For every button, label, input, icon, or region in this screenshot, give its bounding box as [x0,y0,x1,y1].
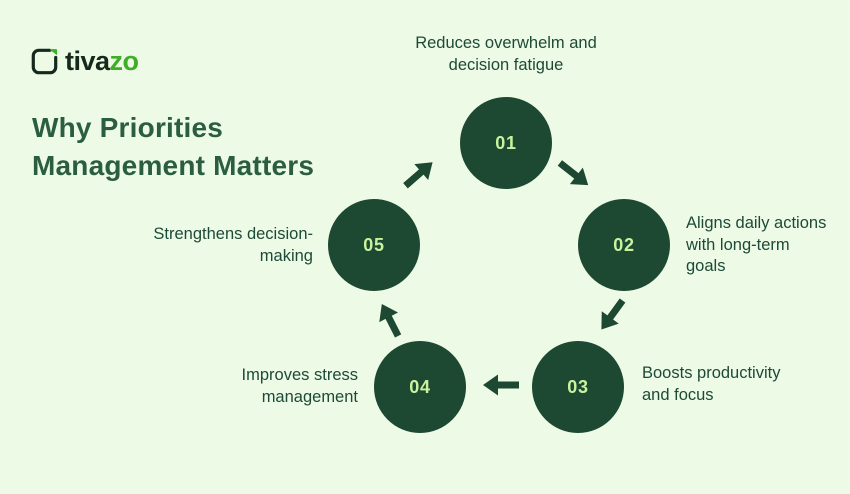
step-circle-02: 02 [578,199,670,291]
arrow-icon-05-to-01 [403,162,433,189]
step-number-02: 02 [613,234,635,255]
arrow-icon-03-to-04 [483,374,519,396]
step-label-04: Improves stress management [241,366,358,406]
arrow-icon-02-to-03 [601,298,626,330]
step-circle-04: 04 [374,341,466,433]
brand-name-accent: zo [109,46,140,76]
arrow-icon-04-to-05 [379,303,402,338]
brand-name-dark: tiva [65,46,110,76]
step-circle-01: 01 [460,97,552,189]
step-number-01: 01 [495,132,517,153]
arrow-icon-01-to-02 [557,160,589,186]
step-number-03: 03 [567,376,589,397]
step-circle-03: 03 [532,341,624,433]
brand-logo: tivazo [30,47,139,76]
step-circle-05: 05 [328,199,420,291]
step-label-01: Reduces overwhelm and decision fatigue [415,34,597,74]
tivazo-logo-icon [30,47,59,76]
step-label-05: Strengthens decision- making [153,225,313,265]
step-label-03: Boosts productivity and focus [642,364,781,404]
step-number-04: 04 [409,376,431,397]
brand-name: tivazo [65,47,139,76]
step-label-02: Aligns daily actions with long-term goal… [686,214,827,275]
page-title: Why Priorities Management Matters [32,112,315,181]
step-number-05: 05 [363,234,385,255]
